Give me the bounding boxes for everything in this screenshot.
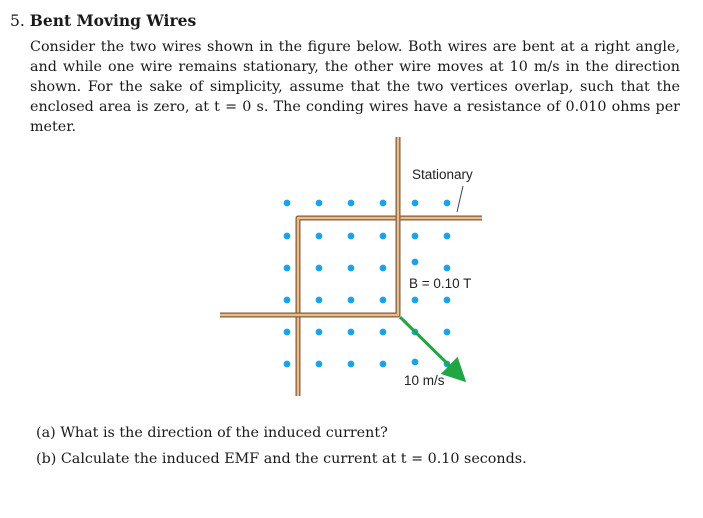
field-dot [379,199,387,207]
field-dot [315,232,323,240]
field-dot [411,232,419,240]
field-dot [283,328,291,336]
field-dot [315,328,323,336]
magnetic-field-dots [283,199,451,368]
field-dot [443,199,451,207]
field-dot [283,232,291,240]
field-dot [283,264,291,272]
question-b: (b) Calculate the induced EMF and the cu… [36,449,527,469]
question-label: (b) [36,451,57,467]
magnetic-field-label: B = 0.10 T [409,276,471,291]
field-dot [379,328,387,336]
stationary-label: Stationary [412,167,473,182]
field-dot [411,199,419,207]
field-dot [283,296,291,304]
question-a: (a) What is the direction of the induced… [36,423,388,443]
field-dot [443,328,451,336]
problem-number: 5. [10,12,25,30]
field-dot [379,360,387,368]
field-dot [283,199,291,207]
problem-paragraph: Consider the two wires shown in the figu… [30,39,680,135]
field-dot [315,264,323,272]
field-dot [347,199,355,207]
field-dot [315,199,323,207]
problem-statement: Consider the two wires shown in the figu… [30,37,680,137]
field-dot [379,232,387,240]
field-dot [347,296,355,304]
field-dot [347,232,355,240]
field-dot [347,360,355,368]
field-dot [443,264,451,272]
velocity-arrow [398,315,467,383]
problem-header: 5. Bent Moving Wires [10,10,196,32]
question-text: Calculate the induced EMF and the curren… [60,451,527,467]
field-dot [443,296,451,304]
field-dot [379,264,387,272]
field-dot [411,358,419,366]
field-dot [315,360,323,368]
field-dot [347,328,355,336]
field-dot [411,296,419,304]
field-dot [379,296,387,304]
question-text: What is the direction of the induced cur… [60,425,388,441]
field-dot [315,296,323,304]
field-dot [283,360,291,368]
question-label: (a) [36,425,56,441]
field-dot [347,264,355,272]
moving-wire [220,137,401,318]
problem-title: Bent Moving Wires [29,11,197,30]
stationary-wire [295,215,482,396]
stationary-pointer [456,185,464,213]
field-dot [443,232,451,240]
velocity-label: 10 m/s [404,373,445,388]
field-dot [411,258,419,266]
